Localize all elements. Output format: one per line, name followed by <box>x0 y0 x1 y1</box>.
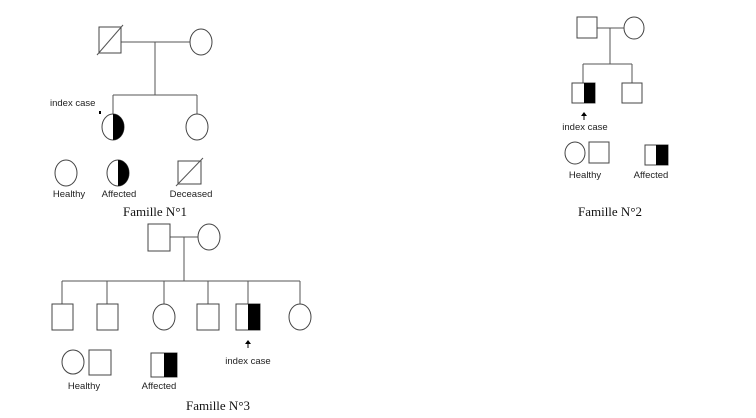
legend-healthy-label: Healthy <box>68 381 100 392</box>
mother-symbol <box>623 16 645 40</box>
index-case-marker <box>99 111 101 114</box>
father-symbol <box>147 223 171 252</box>
child-3-healthy-female <box>152 303 176 331</box>
index-case-label: index case <box>225 356 270 367</box>
family-1-caption: Famille N°1 <box>123 204 187 219</box>
legend-affected-label: Affected <box>142 381 177 392</box>
child-2-healthy-male <box>96 303 119 331</box>
father-symbol <box>576 16 598 39</box>
legend-affected-symbol <box>644 144 669 166</box>
father-deceased-symbol <box>96 24 124 56</box>
index-case-arrow <box>581 112 587 120</box>
legend-healthy-male-symbol <box>588 141 610 164</box>
family-1-pedigree: index case Healthy Affected Deceased Fam… <box>50 24 213 219</box>
index-case-affected-female <box>101 113 125 141</box>
mother-symbol <box>189 28 213 56</box>
legend-affected-label: Affected <box>634 170 669 181</box>
index-case-label: index case <box>562 122 607 133</box>
child-4-healthy-male <box>196 303 220 331</box>
legend-deceased-symbol <box>175 157 204 187</box>
legend-healthy-female-symbol <box>61 349 85 375</box>
legend-healthy-female-symbol <box>564 141 586 165</box>
child-6-healthy-female <box>288 303 312 331</box>
index-case-arrow <box>245 340 251 348</box>
child-drop-lines <box>61 281 301 304</box>
child-1-healthy-male <box>51 303 74 331</box>
mother-symbol <box>197 223 221 251</box>
legend-healthy-symbol <box>54 159 78 187</box>
legend-healthy-label: Healthy <box>53 189 85 200</box>
legend-affected-symbol <box>106 159 130 187</box>
legend-deceased-label: Deceased <box>170 189 213 200</box>
family-3-pedigree: index case Healthy Affected Famille N°3 <box>51 223 312 413</box>
family-2-caption: Famille N°2 <box>578 204 642 219</box>
family-2-pedigree: index case Healthy Affected Famille N°2 <box>562 16 669 219</box>
legend-affected-label: Affected <box>102 189 137 200</box>
legend-healthy-label: Healthy <box>569 170 601 181</box>
legend-affected-symbol <box>150 352 178 378</box>
brother-healthy-symbol <box>621 82 643 104</box>
index-case-label: index case <box>50 98 95 109</box>
index-case-affected-male <box>571 82 596 104</box>
legend-healthy-male-symbol <box>88 349 112 376</box>
index-case-affected-male <box>235 303 261 331</box>
family-3-caption: Famille N°3 <box>186 398 250 413</box>
sister-healthy-symbol <box>185 113 209 141</box>
